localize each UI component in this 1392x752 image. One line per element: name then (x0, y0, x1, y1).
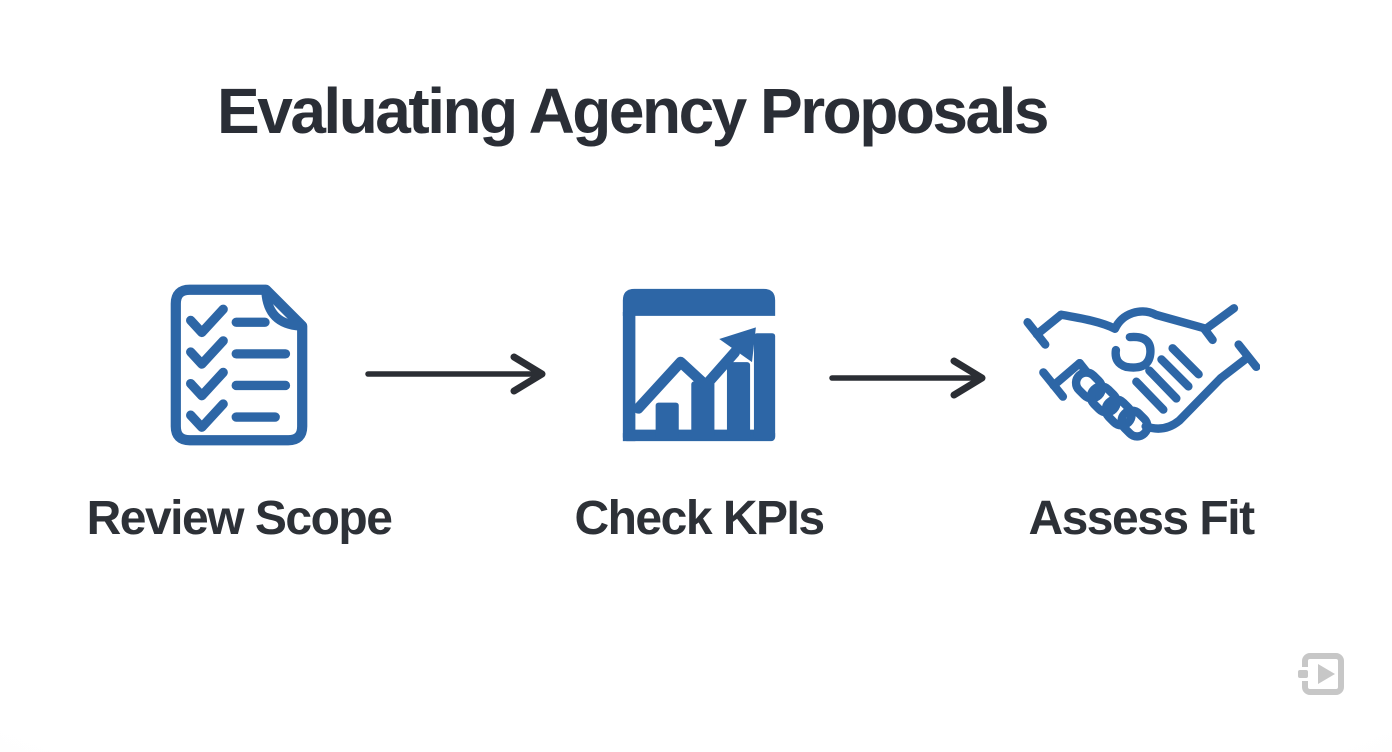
checklist-document-svg (170, 284, 308, 446)
step-assess-fit: Assess Fit (981, 275, 1301, 546)
step-check-kpis: Check KPIs (539, 275, 859, 546)
slide-title: Evaluating Agency Proposals (217, 75, 1049, 147)
arrow-right-icon (826, 356, 992, 400)
checklist-document-icon (160, 275, 318, 455)
arrow-right-svg (829, 357, 986, 399)
step-review-scope: Review Scope (79, 275, 399, 546)
step-label-assess-fit: Assess Fit (1028, 492, 1255, 545)
step-label-review-scope: Review Scope (86, 492, 393, 545)
video-play-logo-icon (1297, 648, 1347, 698)
handshake-svg (1023, 304, 1260, 441)
video-play-logo-svg (1298, 653, 1344, 695)
kpi-bar-chart-svg (622, 288, 776, 442)
step-label-check-kpis: Check KPIs (574, 492, 825, 545)
arrow-right-icon (362, 352, 554, 396)
kpi-bar-chart-growth-icon (619, 275, 779, 455)
arrow-right-svg (365, 353, 546, 395)
handshake-icon (1022, 275, 1260, 455)
